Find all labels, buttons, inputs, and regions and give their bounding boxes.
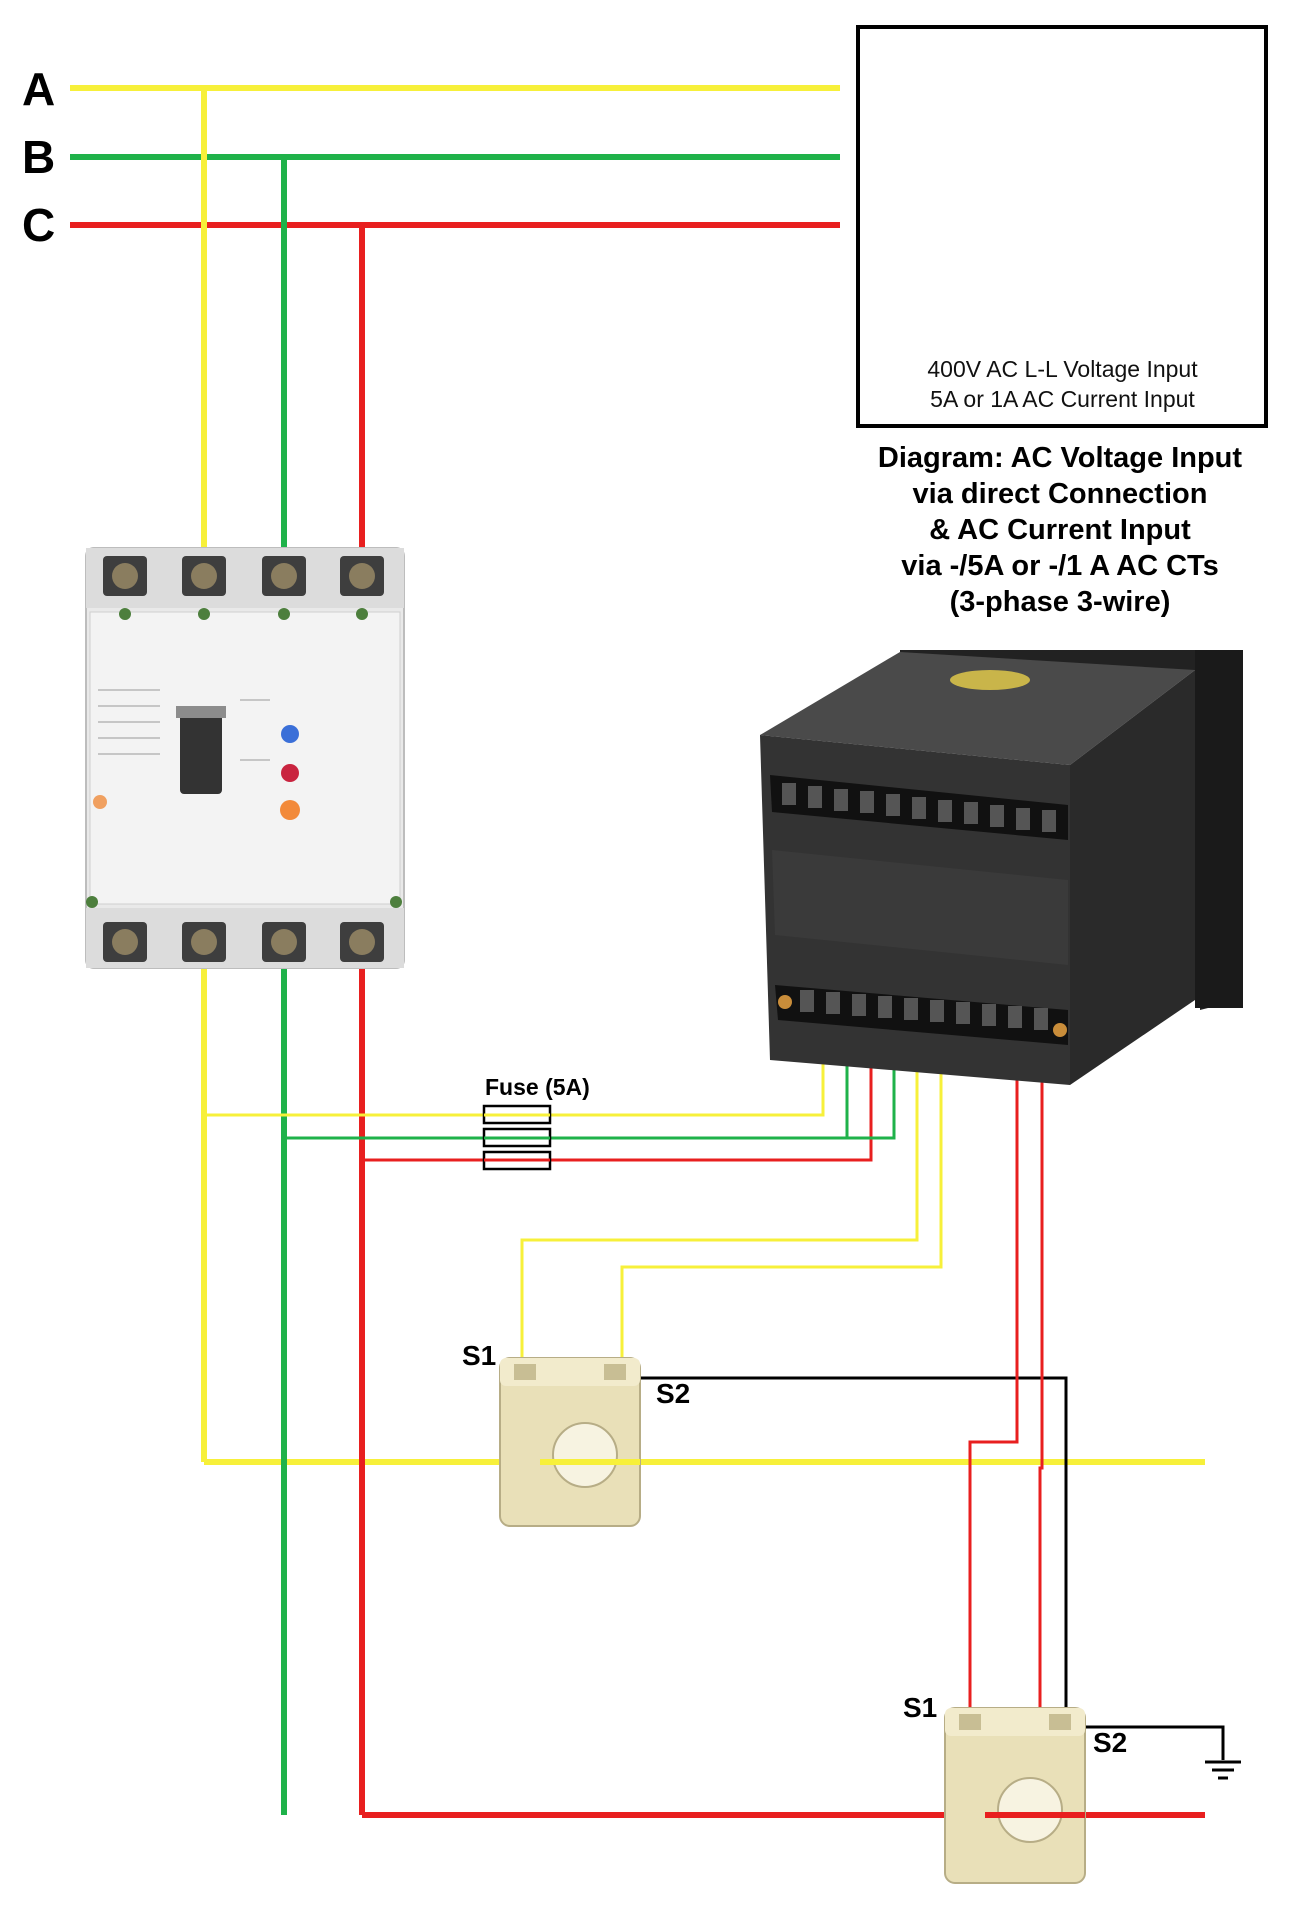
diagram-caption: Diagram: AC Voltage Input via direct Con… xyxy=(840,440,1280,620)
ct-a-s1-wire xyxy=(520,1012,919,1370)
breaker-bottom-terminals xyxy=(103,922,384,962)
fuse-label: Fuse (5A) xyxy=(485,1074,590,1100)
circuit-breaker xyxy=(85,547,405,969)
ct-c-s2-label: S2 xyxy=(1093,1727,1128,1758)
breaker-test-button xyxy=(281,725,299,743)
caption-line-3: & AC Current Input xyxy=(929,514,1191,546)
ct-a-s2-return xyxy=(640,1376,1068,1720)
ct-a-s2-label: S2 xyxy=(656,1378,691,1409)
inset-frame xyxy=(856,25,1268,428)
caption-line-2: via direct Connection xyxy=(912,478,1208,510)
phase-label-b: B xyxy=(22,131,56,183)
power-meter xyxy=(760,650,1243,1085)
ct-c-s2-wire xyxy=(1038,1012,1044,1720)
phase-label-c: C xyxy=(22,199,56,251)
ct-c-s1-wire xyxy=(968,1012,1019,1720)
current-transformer-a xyxy=(499,1357,641,1527)
inset-note-voltage: 400V AC L-L Voltage Input xyxy=(927,356,1198,382)
breaker-output-lines xyxy=(201,955,1205,1818)
caption-line-1: Diagram: AC Voltage Input xyxy=(877,442,1243,474)
caption-line-4: via -/5A or -/1 A AC CTs xyxy=(901,550,1219,582)
breaker-indicator xyxy=(281,764,299,782)
caption-line-5: (3-phase 3-wire) xyxy=(949,586,1171,618)
ground-icon xyxy=(1205,1760,1241,1780)
breaker-top-terminals xyxy=(103,556,384,596)
phase-label-a: A xyxy=(22,63,56,115)
inset-note-current: 5A or 1A AC Current Input xyxy=(930,386,1195,412)
current-transformer-c xyxy=(944,1707,1086,1884)
ct-a-s1-label: S1 xyxy=(462,1340,497,1371)
upper-terminal-screws xyxy=(782,783,1056,832)
bus-lines xyxy=(70,85,840,560)
ct-wires xyxy=(520,1012,1225,1760)
ct-c-s1-label: S1 xyxy=(903,1692,938,1723)
breaker-handle xyxy=(180,712,222,794)
ct-a-s2-wire xyxy=(620,1012,943,1370)
ground-wire xyxy=(1080,1725,1225,1760)
lower-terminal-screws xyxy=(800,990,1048,1030)
breaker-reset-button xyxy=(280,800,300,820)
